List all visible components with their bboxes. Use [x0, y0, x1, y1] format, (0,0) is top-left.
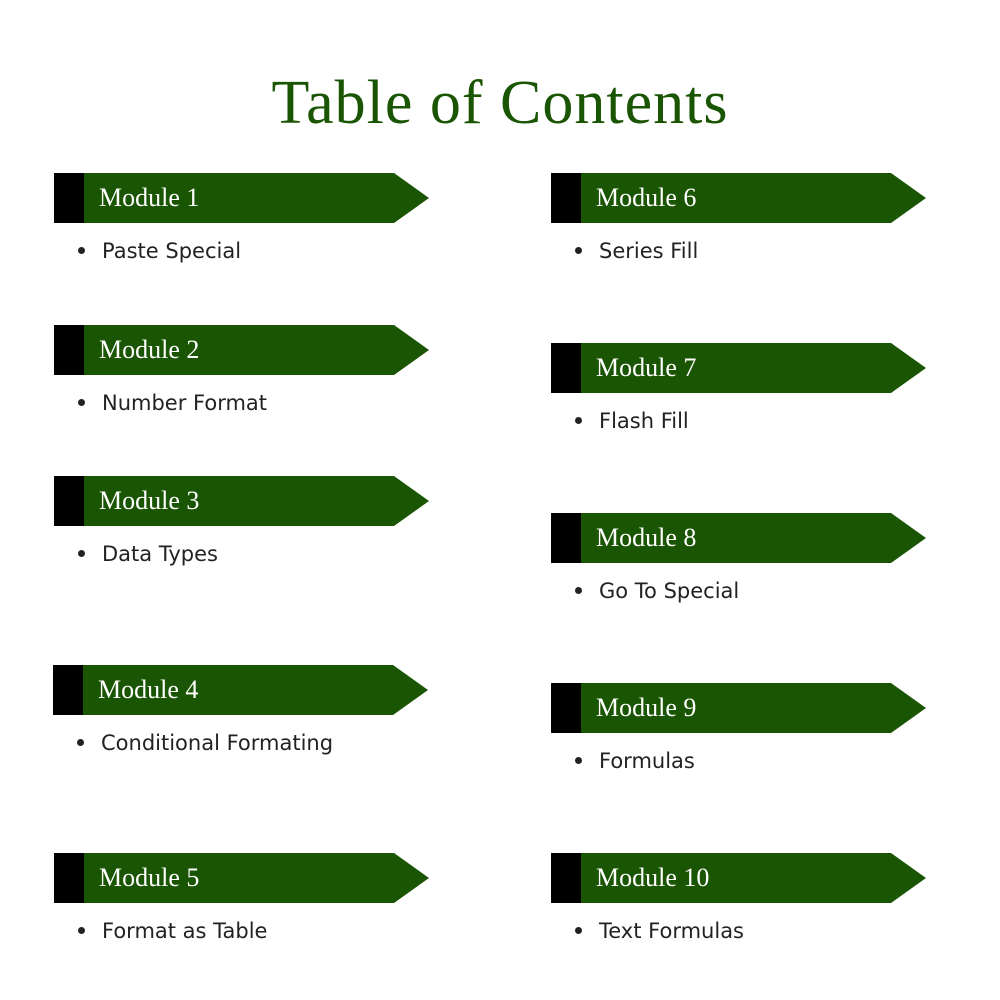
module-label: Module 7 — [596, 353, 697, 382]
module-3-item: Data Types — [54, 541, 218, 567]
bullet-icon — [78, 926, 85, 934]
module-2-banner: Module 2 — [54, 325, 429, 375]
bullet-icon — [78, 549, 85, 557]
bullet-icon — [575, 246, 582, 254]
item-text: Series Fill — [599, 239, 699, 263]
item-text: Conditional Formating — [101, 731, 334, 755]
module-label: Module 10 — [596, 863, 710, 892]
bullet-icon — [78, 246, 85, 254]
module-label: Module 8 — [596, 523, 697, 552]
bullet-icon — [575, 756, 582, 764]
module-2-item: Number Format — [54, 390, 267, 416]
banner-block — [551, 513, 581, 563]
banner-block — [54, 325, 84, 375]
module-label: Module 6 — [596, 183, 697, 212]
item-text: Formulas — [599, 749, 695, 773]
banner-block — [54, 476, 84, 526]
banner-block — [551, 683, 581, 733]
module-7-item: Flash Fill — [551, 408, 689, 434]
module-label: Module 1 — [99, 183, 200, 212]
module-9-banner: Module 9 — [551, 683, 926, 733]
module-1-banner: Module 1 — [54, 173, 429, 223]
banner-block — [551, 853, 581, 903]
module-6-item: Series Fill — [551, 238, 698, 264]
banner-arrow — [84, 325, 429, 375]
bullet-icon — [575, 926, 582, 934]
item-text: Text Formulas — [599, 919, 745, 943]
module-label: Module 2 — [99, 335, 200, 364]
page-title: Table of Contents — [271, 69, 729, 137]
module-6-banner: Module 6 — [551, 173, 926, 223]
module-8-item: Go To Special — [551, 578, 739, 604]
module-label: Module 3 — [99, 486, 200, 515]
banner-arrow — [83, 665, 428, 715]
module-4-item: Conditional Formating — [53, 730, 333, 756]
item-text: Number Format — [102, 391, 268, 415]
module-label: Module 5 — [99, 863, 200, 892]
module-8-banner: Module 8 — [551, 513, 926, 563]
bullet-icon — [575, 416, 582, 424]
module-label: Module 9 — [596, 693, 697, 722]
module-5-item: Format as Table — [54, 918, 267, 944]
module-5-banner: Module 5 — [54, 853, 429, 903]
banner-arrow — [84, 853, 429, 903]
bullet-icon — [77, 738, 84, 746]
item-text: Go To Special — [599, 579, 740, 603]
module-7-banner: Module 7 — [551, 343, 926, 393]
module-1-item: Paste Special — [54, 238, 241, 264]
banner-block — [54, 853, 84, 903]
banner-arrow — [581, 853, 926, 903]
banner-arrow — [84, 173, 429, 223]
banner-arrow — [581, 173, 926, 223]
bullet-icon — [575, 586, 582, 594]
module-label: Module 4 — [98, 675, 199, 704]
banner-arrow — [84, 476, 429, 526]
banner-arrow — [581, 343, 926, 393]
item-text: Paste Special — [102, 239, 242, 263]
banner-block — [551, 343, 581, 393]
banner-block — [551, 173, 581, 223]
banner-block — [54, 173, 84, 223]
module-9-item: Formulas — [551, 748, 695, 774]
bullet-icon — [78, 398, 85, 406]
module-10-banner: Module 10 — [551, 853, 926, 903]
banner-arrow — [581, 513, 926, 563]
banner-block — [53, 665, 83, 715]
banner-arrow — [581, 683, 926, 733]
module-3-banner: Module 3 — [54, 476, 429, 526]
item-text: Data Types — [102, 542, 218, 566]
item-text: Format as Table — [102, 919, 268, 943]
module-4-banner: Module 4 — [53, 665, 428, 715]
module-10-item: Text Formulas — [551, 918, 744, 944]
item-text: Flash Fill — [599, 409, 689, 433]
